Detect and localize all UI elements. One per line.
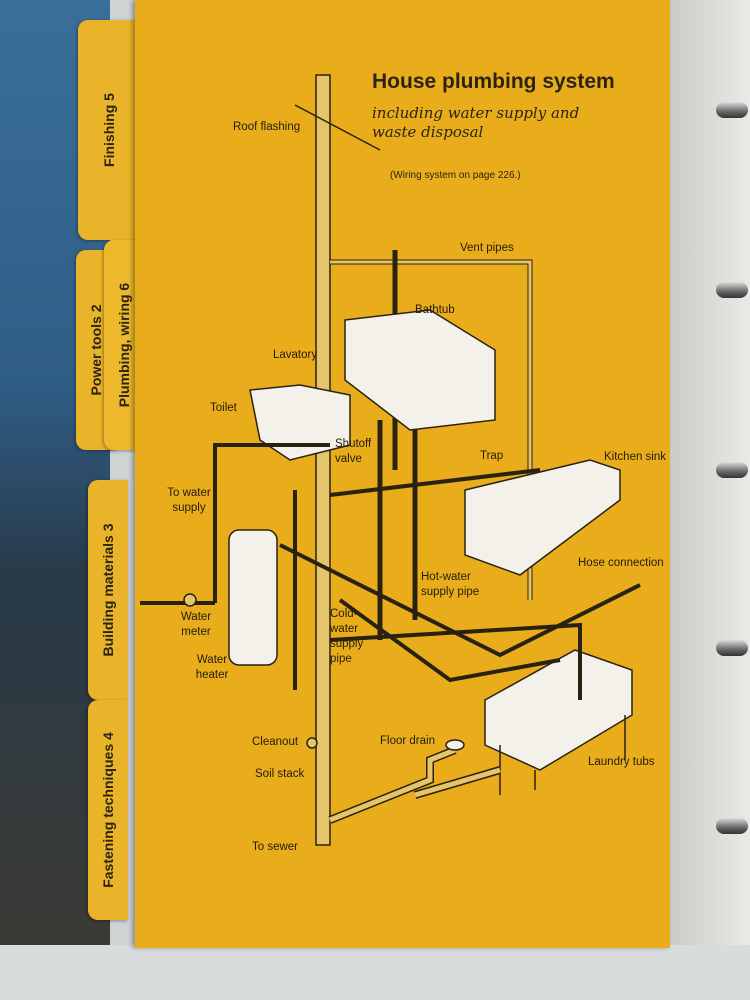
label-roof-flashing: Roof flashing (233, 121, 301, 133)
label-lavatory: Lavatory (273, 349, 318, 361)
label-bathtub: Bathtub (415, 304, 455, 316)
cleanout-plug (306, 737, 318, 749)
label-toilet: Toilet (210, 402, 237, 414)
label-cleanout: Cleanout (252, 736, 299, 748)
label-vent-pipes: Vent pipes (460, 242, 514, 254)
label-trap: Trap (480, 450, 504, 462)
laundry-tubs-shape (484, 649, 633, 795)
binder-ring (716, 102, 748, 118)
toilet-shape (249, 384, 351, 461)
floor-drain-grate (445, 739, 465, 751)
label-shutoff-valve: Shutoff valve (335, 438, 372, 465)
water-heater-shape (228, 529, 278, 666)
cross-reference-note: (Wiring system on page 226.) (390, 170, 521, 181)
kitchen-sink-shape (464, 459, 621, 576)
label-cold-water-supply-pipe: Cold-water supply pipe (330, 608, 364, 665)
binder-ring (716, 282, 748, 298)
binder-ring (716, 818, 748, 834)
page-subtitle: including water supply and waste disposa… (372, 104, 580, 141)
roof-flashing-shape (294, 104, 381, 151)
soil-stack-pipe (315, 74, 331, 846)
label-water-heater: Water heater (195, 654, 229, 681)
bathtub-shape (344, 309, 496, 431)
page-title: House plumbing system (372, 70, 615, 93)
label-hose-connection: Hose connection (578, 557, 664, 569)
tab-finishing[interactable]: Finishing 5 (78, 20, 140, 240)
binder-ring (716, 640, 748, 656)
tab-fastening-techniques[interactable]: Fastening techniques 4 (88, 700, 128, 920)
label-kitchen-sink: Kitchen sink (604, 451, 667, 463)
background-table (0, 945, 750, 1000)
binder-ring (716, 462, 748, 478)
label-hot-water-supply-pipe: Hot-water supply pipe (421, 571, 480, 598)
label-water-meter: Water meter (180, 611, 212, 638)
tab-building-materials[interactable]: Building materials 3 (88, 480, 128, 700)
label-soil-stack: Soil stack (255, 768, 305, 780)
label-laundry-tubs: Laundry tubs (588, 756, 655, 768)
label-floor-drain: Floor drain (380, 735, 435, 747)
label-to-water-supply: To water supply (167, 487, 211, 514)
water-meter-dial (183, 593, 197, 607)
label-to-sewer: To sewer (252, 841, 299, 853)
